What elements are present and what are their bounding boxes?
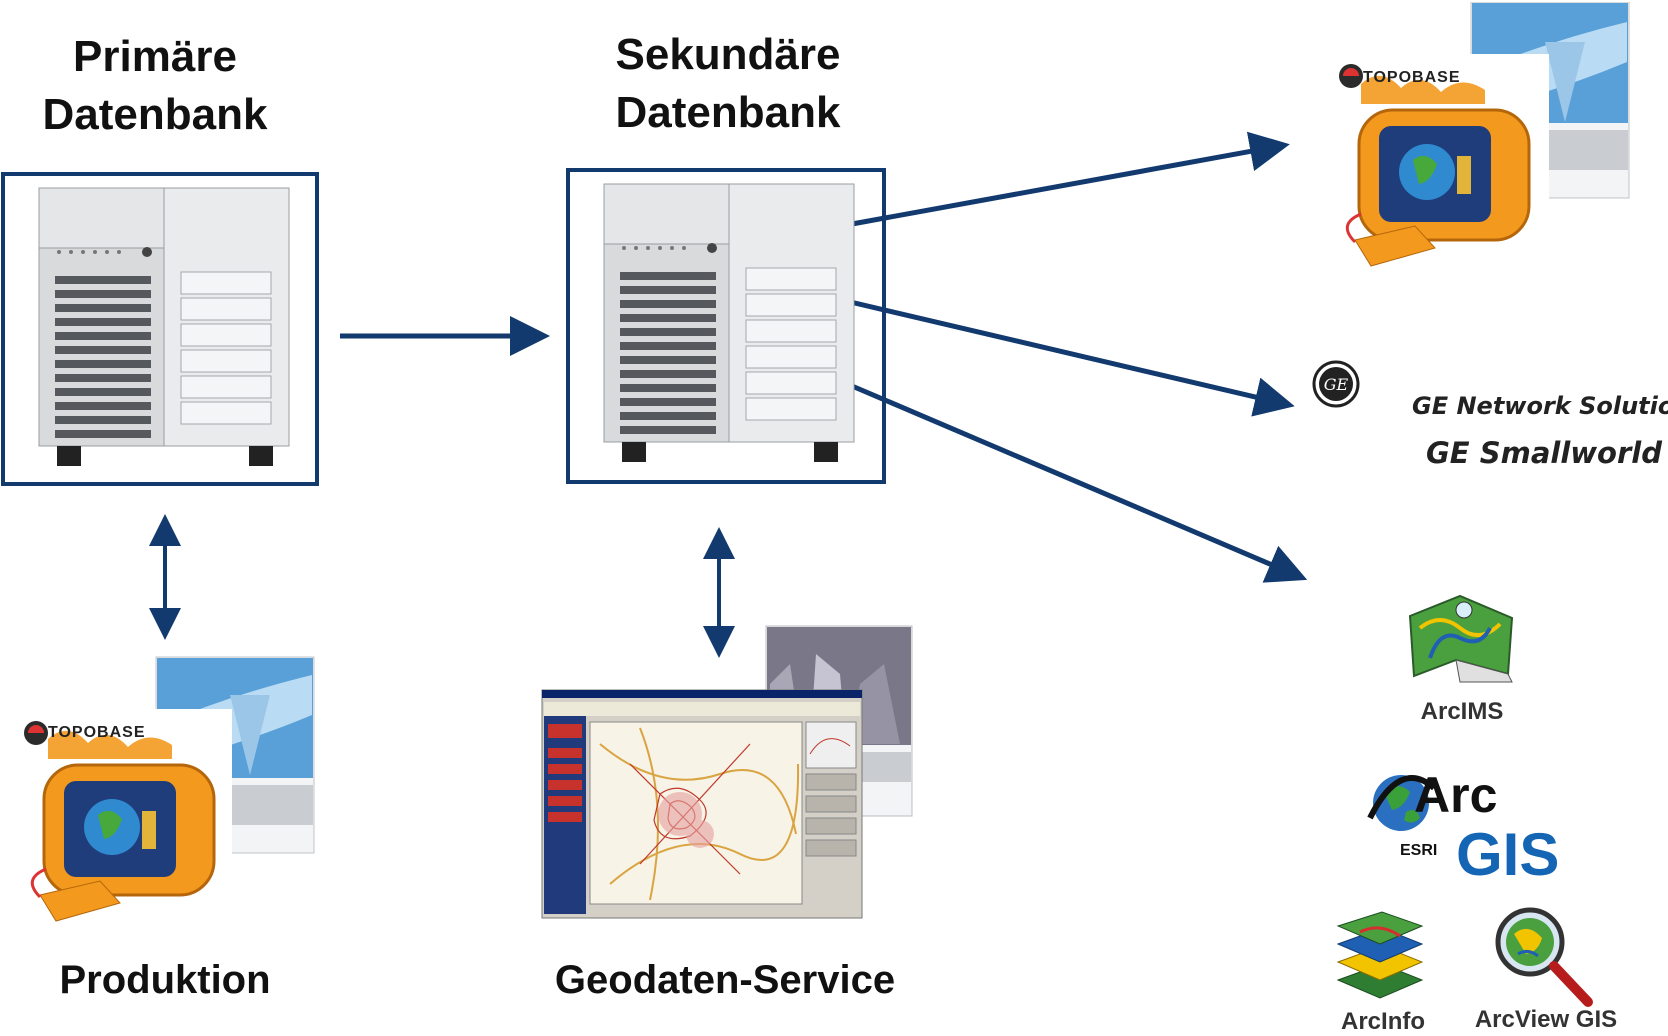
arcinfo-label: ArcInfo [1341, 1008, 1425, 1035]
arcgis-globe-icon [1367, 775, 1436, 831]
primary-db-title: Primäre Datenbank [0, 28, 310, 144]
arcims-logo [1400, 588, 1520, 688]
arcims-label: ArcIMS [1420, 698, 1504, 725]
server-icon [38, 187, 290, 466]
target-ge: GE GE Network Solutions GE Smallworld [1308, 360, 1668, 480]
arcgis-esri-text: ESRI [1400, 842, 1438, 859]
arrow-to-ge [841, 297, 1295, 417]
geodata-service-screenshot [540, 624, 916, 920]
topobase-computer-icon [1325, 2, 1630, 268]
target-topobase: TOPOBASE [1325, 2, 1635, 270]
secondary-title-line2: Datenbank [615, 88, 841, 137]
arcgis-arc-text: Arc [1414, 767, 1498, 823]
arcview-logo [1488, 904, 1598, 1008]
arcims-map-icon [1408, 594, 1514, 683]
production-caption: Produktion [59, 958, 271, 1002]
target-topobase-logo: TOPOBASE [1363, 69, 1461, 86]
production-topobase-logo: TOPOBASE [48, 724, 146, 741]
ge-line2: GE Smallworld [1426, 436, 1662, 470]
ge-logo-icon: GE [1312, 360, 1360, 408]
arcview-magnifier-icon [1495, 907, 1593, 1007]
secondary-db-title: Sekundäre Datenbank [568, 26, 888, 142]
arcinfo-layers-icon [1336, 911, 1424, 999]
primary-title-line1: Primäre [73, 32, 237, 81]
arrow-to-esri [851, 383, 1308, 583]
svg-text:GE: GE [1324, 375, 1349, 394]
arrow-to-topobase [851, 131, 1290, 227]
geodata-caption: Geodaten-Service [554, 958, 896, 1002]
topobase-computer-icon [2, 656, 315, 923]
web-map-screenshot [541, 625, 913, 919]
arcview-label: ArcView GIS [1474, 1006, 1618, 1033]
server-icon [603, 183, 855, 462]
secondary-title-line1: Sekundäre [615, 30, 841, 79]
arcgis-logo: Arc ESRI GIS [1362, 764, 1582, 888]
ge-line1: GE Network Solutions [1412, 392, 1668, 420]
arcinfo-logo [1330, 910, 1430, 1006]
secondary-db-frame [566, 168, 886, 484]
primary-title-line2: Datenbank [42, 90, 268, 139]
primary-db-frame [1, 172, 319, 486]
arcgis-gis-text: GIS [1456, 821, 1560, 888]
production-topobase: TOPOBASE [0, 655, 320, 925]
